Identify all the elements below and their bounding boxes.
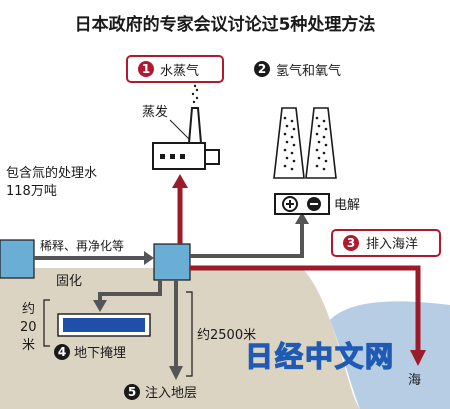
- pipe-storage: [98, 280, 162, 302]
- treated-water-tank: [0, 239, 35, 279]
- method-1-number: 1: [142, 62, 150, 76]
- watermark: 日经中文网: [245, 340, 395, 373]
- sea-label: 海: [408, 373, 421, 388]
- ground-area: [0, 268, 360, 409]
- pipe-arrowhead: [144, 251, 154, 265]
- method-5-label: 注入地层: [145, 386, 197, 401]
- gas-dot: [315, 164, 319, 168]
- method-2-number: 2: [258, 62, 266, 76]
- gas-dot: [322, 167, 326, 171]
- evaporation-plant: [152, 84, 220, 170]
- dilute-label: 稀释、再净化等: [40, 239, 124, 253]
- source-amount: 118万吨: [6, 184, 57, 199]
- method-3-badge: [331, 229, 441, 257]
- gas-dot: [317, 124, 321, 128]
- gas-dot: [317, 156, 321, 160]
- pipe-electrolysis: [190, 222, 304, 258]
- depth-label-meter: 米: [22, 338, 35, 353]
- method-5-number: 5: [128, 385, 136, 399]
- gas-dot: [290, 167, 294, 171]
- method-4-label: 地下掩埋: [74, 346, 126, 361]
- gas-dot: [292, 159, 296, 163]
- gas-dot: [290, 119, 294, 123]
- depth-label-20: 20: [20, 320, 37, 335]
- gas-dot: [283, 148, 287, 152]
- method-2-number-circle: [254, 61, 270, 77]
- central-tank: [153, 243, 191, 281]
- gas-dot: [315, 148, 319, 152]
- gas-dot: [324, 127, 328, 131]
- source-label: 包含氚的处理水: [6, 165, 97, 181]
- gas-dot: [285, 124, 289, 128]
- depth-2500-label: 约2500米: [197, 328, 256, 343]
- method-4-number: 4: [58, 345, 66, 359]
- method-4-number-circle: [54, 344, 70, 360]
- gas-dot: [322, 119, 326, 123]
- gas-dot: [285, 140, 289, 144]
- diagram-title: 日本政府的专家会议讨论过5种处理方法: [75, 14, 376, 35]
- method-3-number-circle: [343, 235, 359, 251]
- gas-dot: [285, 156, 289, 160]
- solidify-label: 固化: [56, 274, 82, 289]
- storage-fill: [63, 318, 145, 332]
- gas-dot: [317, 140, 321, 144]
- method-3-label: 排入海洋: [366, 237, 418, 252]
- arrow-sea-head: [410, 350, 426, 366]
- gas-dot: [292, 143, 296, 147]
- electrolysis-label: 电解: [334, 198, 360, 213]
- method-1-number-circle: [138, 61, 154, 77]
- method-3-number: 3: [347, 236, 355, 250]
- method-2-label: 氢气和氧气: [276, 63, 341, 79]
- method-5-number-circle: [124, 384, 140, 400]
- pipe-stratum-head: [169, 366, 183, 380]
- gas-dot: [322, 151, 326, 155]
- gas-dot: [283, 132, 287, 136]
- gas-dot: [283, 164, 287, 168]
- gas-dot: [290, 135, 294, 139]
- gas-dot: [315, 116, 319, 120]
- gas-dot: [290, 151, 294, 155]
- gas-dot: [324, 143, 328, 147]
- gas-dot: [324, 159, 328, 163]
- evaporate-pointer: [169, 119, 191, 141]
- arrow-sea: [190, 265, 421, 352]
- arrow-vapor-head: [172, 174, 188, 188]
- evaporate-label: 蒸发: [142, 104, 168, 120]
- method-1-label: 水蒸气: [160, 63, 199, 79]
- gas-dot: [322, 135, 326, 139]
- gas-dot: [283, 116, 287, 120]
- depth-label-about: 约: [22, 302, 35, 317]
- depth-bracket-20m: [43, 299, 50, 347]
- depth-bracket-2500m: [186, 291, 193, 377]
- gas-dot: [292, 127, 296, 131]
- gas-dot: [315, 132, 319, 136]
- pipe-storage-head: [93, 300, 107, 312]
- method-1-badge: [126, 55, 224, 83]
- pipe-electrolysis-head: [295, 212, 309, 224]
- gas-towers: [273, 107, 337, 179]
